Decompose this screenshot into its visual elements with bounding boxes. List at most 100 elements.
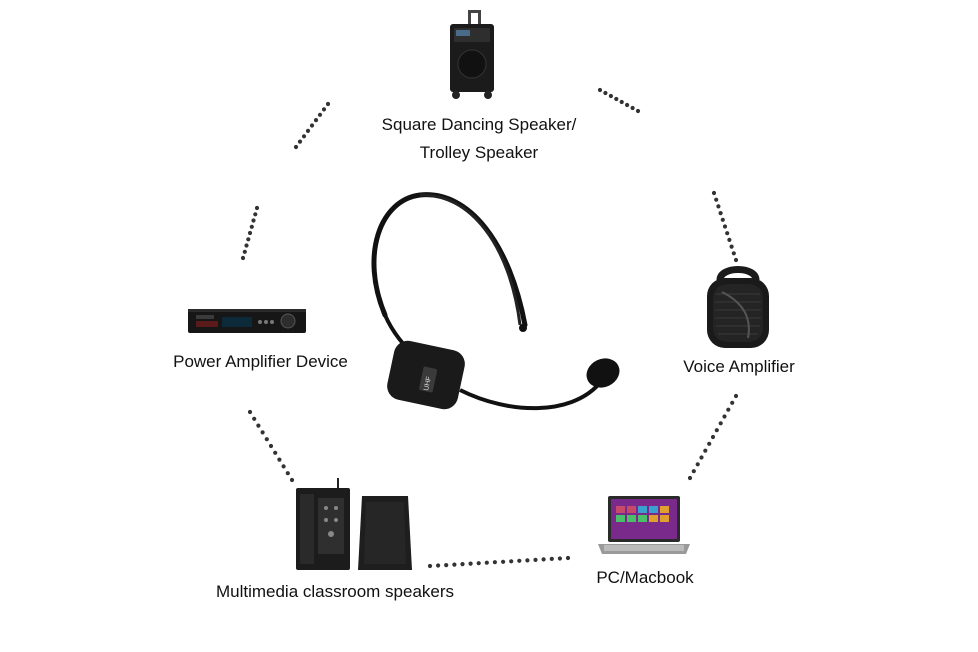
dot-arc-right-upper (711, 190, 739, 263)
laptop-icon (598, 496, 692, 560)
ring-dot (309, 123, 315, 128)
dot-arc-left (240, 205, 260, 261)
ring-dot (268, 443, 274, 449)
ring-dot (716, 204, 721, 209)
label-trolley-speaker: Square Dancing Speaker/ Trolley Speaker (369, 111, 589, 167)
ring-dot (565, 555, 571, 561)
power-amplifier-icon (188, 307, 306, 335)
ring-dot (256, 423, 261, 428)
ring-dot (729, 244, 734, 249)
ring-dot (733, 257, 739, 263)
label-line: Square Dancing Speaker/ (381, 115, 577, 134)
ring-dot (687, 475, 693, 481)
ring-dot (718, 211, 723, 216)
ring-dot (460, 562, 465, 567)
ring-dot (714, 197, 719, 202)
ring-dot (301, 134, 307, 139)
ring-dot (436, 563, 441, 568)
ring-dot (501, 559, 506, 564)
ring-dot (731, 251, 736, 256)
ring-dot (246, 237, 251, 242)
ring-dot (242, 249, 247, 254)
ring-dot (699, 455, 704, 460)
ring-dot (722, 224, 728, 229)
classroom-speakers-icon (292, 478, 416, 572)
ring-dot (277, 457, 282, 462)
ring-dot (525, 558, 530, 563)
ring-dot (608, 93, 614, 99)
ring-dot (254, 205, 260, 211)
ring-dot (251, 218, 256, 223)
ring-dot (718, 421, 723, 426)
ring-dot (260, 430, 265, 435)
label-classroom-speakers: Multimedia classroom speakers (190, 578, 480, 606)
wireless-headset-microphone-icon: UHF (360, 185, 630, 420)
label-line: Power Amplifier Device (173, 352, 348, 371)
ring-dot (313, 118, 319, 123)
ring-dot (240, 255, 246, 261)
ring-dot (452, 562, 457, 567)
ring-dot (725, 231, 730, 236)
ring-dot (321, 107, 327, 112)
label-line: Multimedia classroom speakers (215, 582, 455, 601)
ring-dot (726, 407, 731, 412)
dot-arc-top-right (597, 87, 641, 114)
trolley-speaker-icon (444, 10, 500, 100)
dot-arc-bottom (427, 555, 571, 569)
ring-dot (476, 561, 481, 566)
ring-dot (730, 400, 735, 405)
label-line: Trolley Speaker (419, 143, 539, 162)
ring-dot (264, 437, 269, 442)
ring-dot (305, 128, 311, 133)
ring-dot (549, 556, 554, 562)
ring-dot (703, 448, 708, 453)
ring-dot (293, 144, 299, 150)
ring-dot (557, 556, 563, 561)
ring-dot (707, 441, 712, 446)
ring-dot (722, 414, 727, 419)
ring-dot (517, 558, 522, 563)
ring-dot (614, 96, 619, 102)
ring-dot (492, 560, 497, 565)
ring-dot (695, 462, 700, 467)
ring-dot (625, 102, 630, 108)
dot-arc-top-left (293, 101, 331, 150)
ring-dot (619, 99, 624, 105)
ring-dot (691, 469, 696, 474)
ring-dot (249, 224, 254, 229)
label-voice-amplifier: Voice Amplifier (654, 353, 824, 381)
ring-dot (281, 464, 286, 469)
ring-dot (710, 434, 716, 440)
ring-dot (720, 217, 725, 222)
label-power-amplifier: Power Amplifier Device (158, 348, 363, 376)
ring-dot (273, 450, 278, 455)
ring-dot (247, 230, 253, 236)
ring-dot (289, 477, 295, 483)
ring-dot (635, 108, 641, 114)
ring-dot (711, 190, 717, 196)
ring-dot (484, 560, 489, 565)
ring-dot (509, 559, 514, 564)
dot-arc-left-lower (247, 409, 295, 483)
ring-dot (444, 563, 449, 568)
ring-dot (533, 557, 538, 563)
ring-dot (427, 563, 433, 569)
ring-dot (252, 416, 257, 421)
ring-dot (297, 139, 303, 144)
ring-dot (325, 101, 331, 107)
ring-dot (727, 237, 732, 242)
ring-dot (247, 409, 253, 415)
ring-dot (285, 471, 290, 476)
label-pc-macbook: PC/Macbook (575, 564, 715, 592)
label-line: Voice Amplifier (683, 357, 795, 376)
ring-dot (603, 90, 608, 96)
ring-dot (244, 243, 249, 248)
headset-uhf-text: UHF (423, 376, 433, 392)
ring-dot (317, 112, 323, 117)
label-line: PC/Macbook (596, 568, 694, 587)
ring-dot (597, 87, 603, 93)
ring-dot (733, 393, 739, 399)
ring-dot (714, 428, 719, 433)
dot-arc-right-lower (687, 393, 739, 481)
